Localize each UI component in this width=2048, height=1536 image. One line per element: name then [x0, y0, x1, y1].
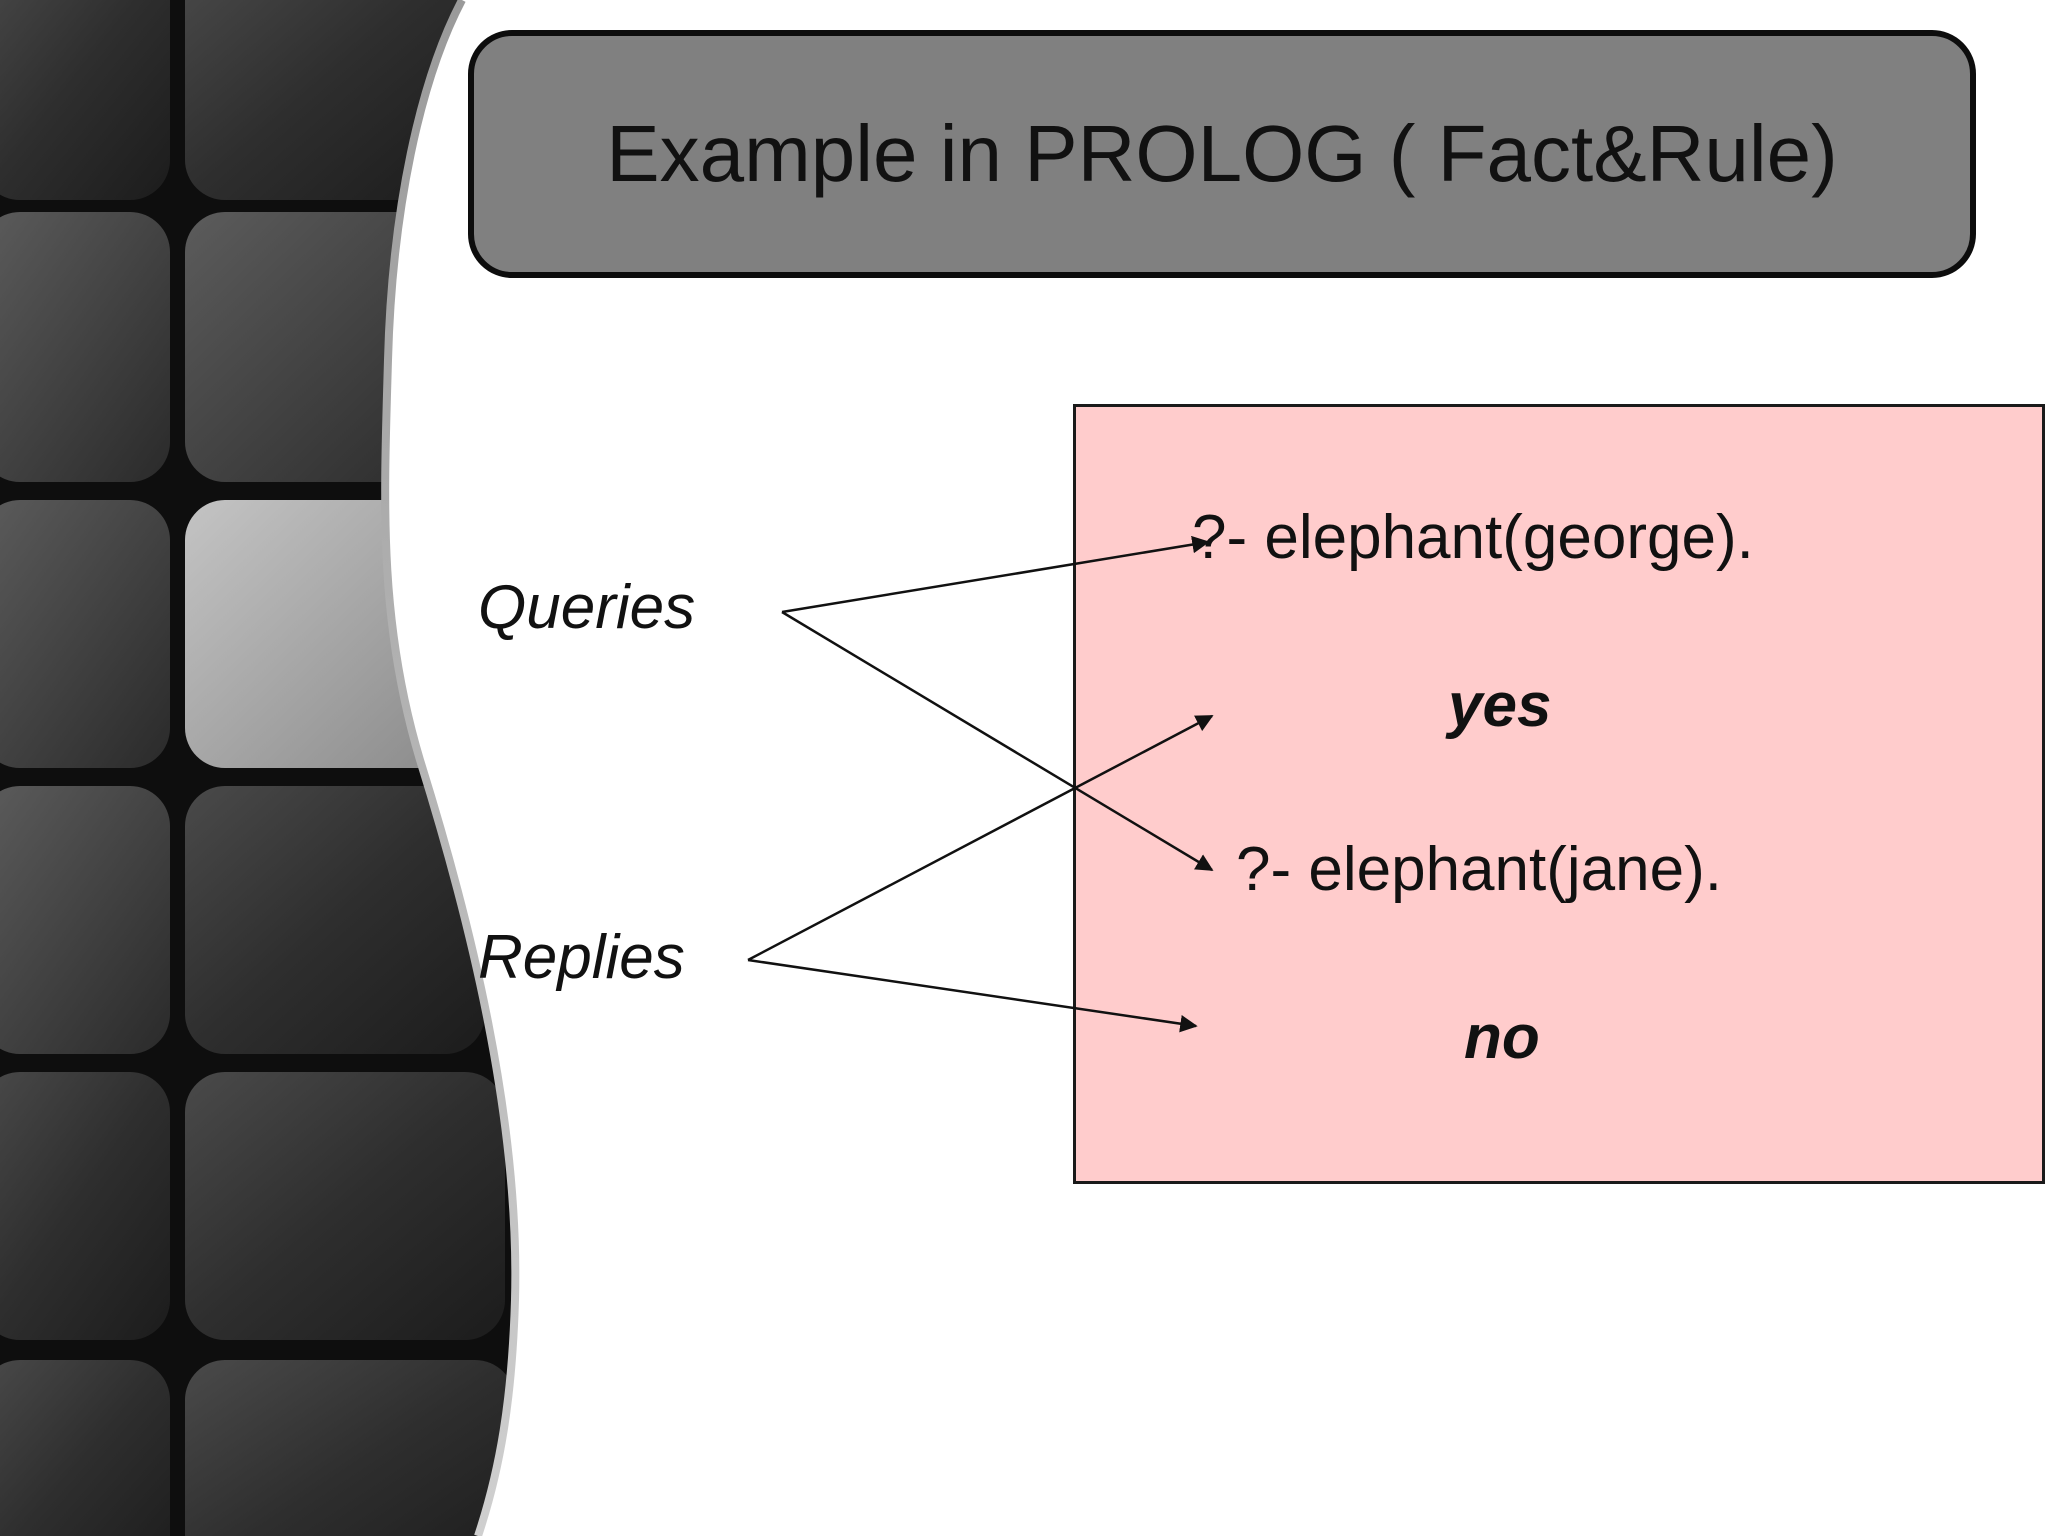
decorative-tile-panel	[0, 0, 540, 1536]
replies-label: Replies	[478, 922, 685, 993]
slide-title: Example in PROLOG ( Fact&Rule)	[606, 108, 1837, 200]
queries-label: Queries	[478, 572, 695, 643]
title-banner: Example in PROLOG ( Fact&Rule)	[468, 30, 1976, 278]
query-jane: ?- elephant(jane).	[1236, 834, 1722, 905]
reply-no: no	[1464, 1002, 1540, 1073]
query-george: ?- elephant(george).	[1192, 502, 1754, 573]
reply-yes: yes	[1448, 670, 1551, 741]
